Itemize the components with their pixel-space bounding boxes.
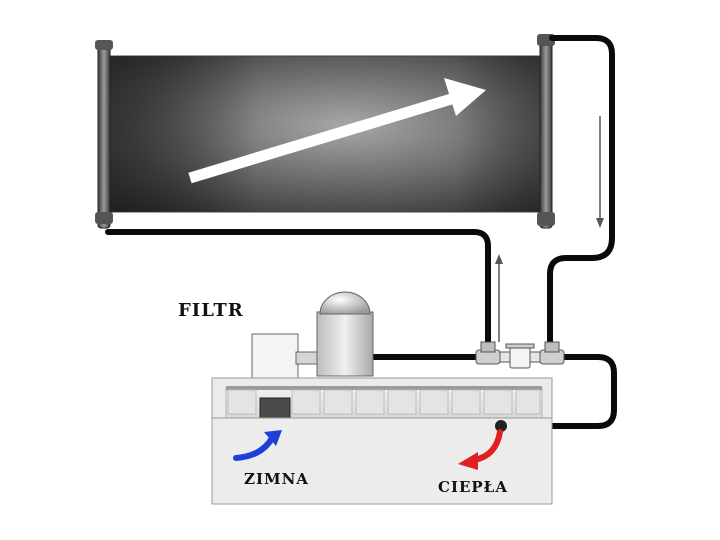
skimmer-inlet [259,397,291,421]
left-header-tube [97,41,111,229]
filter-label: FILTR [178,300,244,321]
cold-water-arrow-icon [233,430,282,461]
filter-dome [319,291,371,315]
warm-water-arrow-icon [458,420,507,470]
flow-direction-arrow-icon [188,78,486,184]
cold-water-label: ZIMNA [244,470,309,488]
pump-box [251,333,299,381]
pipe-network [105,35,617,429]
hot-water-outlet-pipe [547,35,615,358]
swimming-pool [211,377,553,505]
return-pipe-to-panel [105,229,491,358]
pool-return-pipe [527,354,617,429]
pool-coping-blocks [227,389,541,415]
filter-pump-unit [251,291,374,381]
filter-tank [316,311,374,377]
warm-water-label: CIEPŁA [438,478,508,496]
valve-assembly [475,341,565,369]
solar-collector-panel [95,34,555,229]
valve-handle [505,343,535,349]
downward-flow-arrow-icon [596,116,604,228]
upward-flow-arrow-icon [495,254,503,342]
right-header-tube [539,37,553,229]
